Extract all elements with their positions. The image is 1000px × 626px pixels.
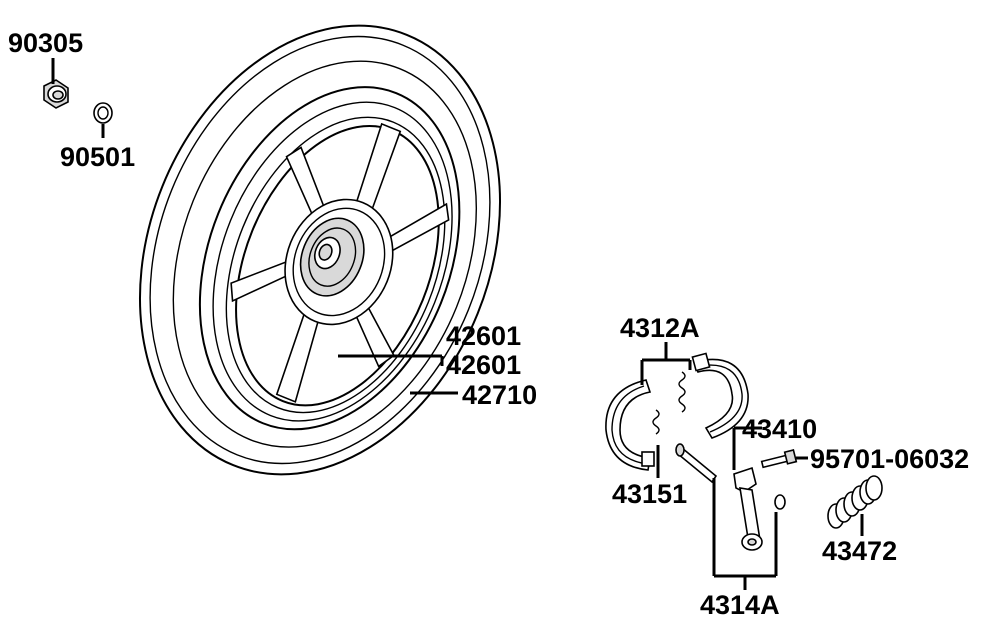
part-label-cam-set: 4314A <box>700 590 780 620</box>
shoe-spring-upper-icon <box>678 371 686 413</box>
coil-spring-icon <box>827 475 883 529</box>
part-label-washer: 90501 <box>60 142 135 172</box>
washer-icon <box>93 102 113 124</box>
part-label-cam-spring: 43472 <box>822 536 897 566</box>
shoe-spring-lower-icon <box>652 409 660 435</box>
brake-shoe-upper-icon <box>691 352 749 439</box>
cam-lever-icon <box>733 466 763 551</box>
cam-washer-icon <box>774 494 786 510</box>
nut-icon <box>43 79 69 109</box>
wheel-assembly <box>139 24 501 476</box>
part-label-rim-1: 42601 <box>446 321 521 351</box>
part-label-rim-2: 42601 <box>446 350 521 380</box>
part-label-shoe-set: 4312A <box>620 313 700 343</box>
part-label-cam-lever: 43410 <box>742 414 817 444</box>
part-label-tire: 42710 <box>462 380 537 410</box>
part-label-bolt: 95701-06032 <box>810 444 969 474</box>
bolt-icon <box>760 448 798 469</box>
part-label-nut: 90305 <box>8 28 83 58</box>
rim-drawing <box>212 101 453 422</box>
cam-shaft-icon <box>675 443 718 484</box>
brake-shoe-lower-icon <box>605 379 655 471</box>
part-label-spring: 43151 <box>612 479 687 509</box>
